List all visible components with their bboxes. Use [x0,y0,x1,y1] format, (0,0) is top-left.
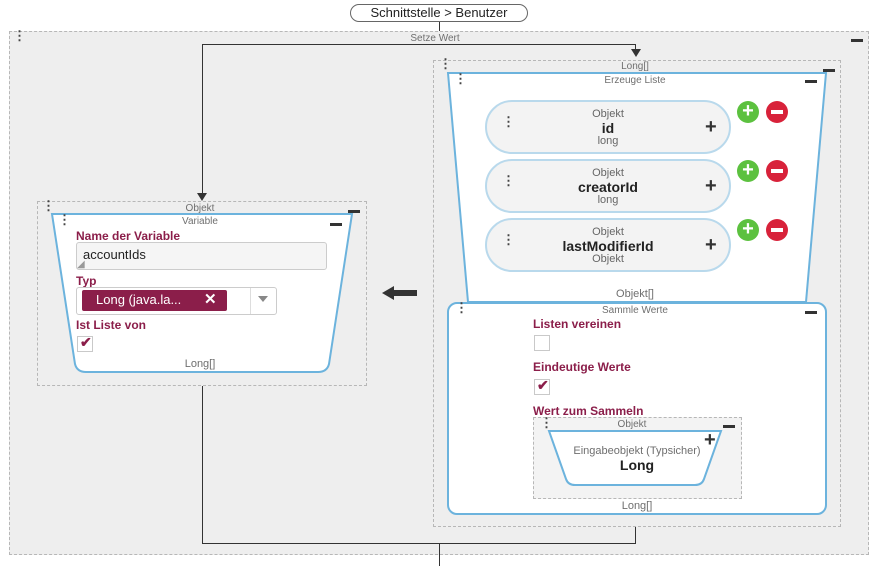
item-kind: Objekt [592,226,624,238]
sammle-werte-label: Sammle Werte [602,305,668,316]
eingabeobjekt-label: Eingabeobjekt (Typsicher) [573,445,701,457]
collapse-erzeuge-button[interactable] [805,80,817,83]
typ-tag-label: Long (java.la... [96,292,182,307]
typ-tag [82,290,227,311]
select-divider [250,288,251,314]
item-type: long [597,194,619,206]
drag-handle-icon[interactable]: ⋮ [439,57,452,70]
list-item[interactable]: ⋮ Objekt creatorId long + [485,159,731,213]
drag-handle-icon[interactable]: ⋮ [455,301,468,314]
connector-bottom-horizontal [202,543,636,544]
wert-zum-sammeln-label: Wert zum Sammeln [533,404,644,418]
ist-liste-label: Ist Liste von [76,318,147,332]
drag-handle-icon[interactable]: ⋮ [42,199,55,212]
wert-objekt-label: Objekt [617,419,647,430]
drag-handle-icon[interactable]: ⋮ [13,29,26,42]
collapse-variable-button[interactable] [330,223,342,226]
drag-handle-icon[interactable]: ⋮ [58,213,71,226]
ist-liste-checkbox[interactable]: ✔ [77,334,93,352]
breadcrumb[interactable]: Schnittstelle > Benutzer [350,4,528,22]
arrow-left-icon [382,286,394,300]
add-item-button[interactable]: + [737,219,759,241]
item-type: Objekt [592,253,624,265]
variable-name-input[interactable] [76,242,327,270]
erzeuge-liste-label: Erzeuge Liste [604,75,666,86]
variable-label: Variable [182,216,218,227]
list-item[interactable]: ⋮ Objekt id long + [485,100,731,154]
listen-vereinen-label: Listen vereinen [533,317,622,331]
remove-item-button[interactable] [766,219,788,241]
drag-handle-icon[interactable]: ⋮ [454,72,467,85]
arrow-down-icon [197,193,207,201]
remove-item-button[interactable] [766,160,788,182]
eindeutige-werte-checkbox[interactable]: ✔ [534,377,550,395]
item-kind: Objekt [592,167,624,179]
name-label: Name der Variable [76,229,181,243]
eingabeobjekt-panel [547,430,723,486]
add-item-button[interactable]: + [737,160,759,182]
plus-icon[interactable]: + [705,175,717,197]
arrow-left-shaft [393,290,417,296]
item-kind: Objekt [592,108,624,120]
check-icon: ✔ [537,377,549,393]
remove-tag-icon[interactable]: ✕ [204,291,217,308]
connector-top-horizontal [202,44,636,45]
item-name: lastModifierId [562,238,654,254]
eindeutige-werte-label: Eindeutige Werte [533,360,631,374]
setze-wert-label: Setze Wert [410,33,460,44]
long-array-label: Long[] [621,61,649,72]
erzeuge-liste-footer: Objekt[] [616,288,654,300]
arrow-down-icon [631,49,641,57]
connector-top [439,22,440,32]
variable-footer: Long[] [184,358,216,370]
typ-label: Typ [76,274,97,288]
plus-icon[interactable]: + [705,234,717,256]
item-name: id [601,120,615,136]
connector-bottom-left [202,386,203,544]
sammle-werte-footer: Long[] [621,500,653,512]
collapse-objekt-button[interactable] [348,210,360,213]
variable-name-value: accountIds [83,247,146,262]
listen-vereinen-checkbox[interactable] [534,335,550,351]
add-item-button[interactable]: + [737,101,759,123]
collapse-long-button[interactable] [823,69,835,72]
check-icon: ✔ [80,334,92,350]
objekt-label: Objekt [185,203,215,214]
collapse-wert-button[interactable] [723,425,735,428]
collapse-sammle-button[interactable] [805,311,817,314]
plus-icon[interactable]: + [704,429,716,451]
connector-left-vertical [202,44,203,196]
plus-icon[interactable]: + [705,116,717,138]
collapse-outer-button[interactable] [851,39,863,42]
chevron-down-icon[interactable] [258,296,268,302]
item-name: creatorId [578,179,638,195]
connector-bottom-out [439,544,440,566]
item-type: long [597,135,619,147]
list-item[interactable]: ⋮ Objekt lastModifierId Objekt + [485,218,731,272]
eingabeobjekt-type: Long [619,457,655,473]
resize-icon: ◢ [77,259,85,270]
connector-bottom-right [635,527,636,544]
drag-handle-icon[interactable]: ⋮ [540,416,553,429]
remove-item-button[interactable] [766,101,788,123]
